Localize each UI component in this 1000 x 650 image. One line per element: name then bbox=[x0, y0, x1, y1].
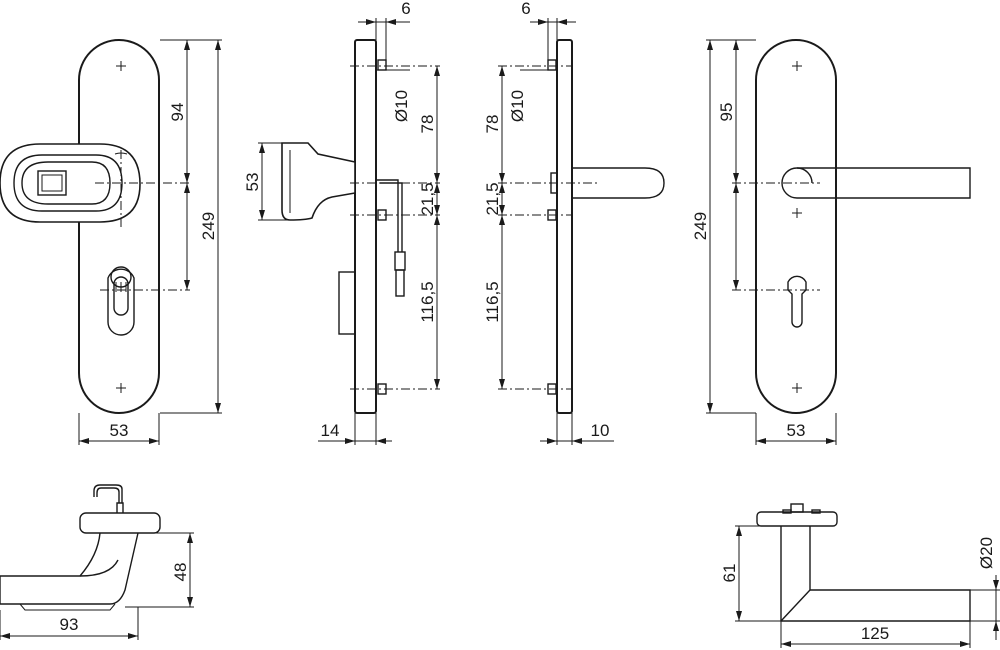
cable-connector bbox=[376, 179, 406, 297]
rear-lever bbox=[781, 167, 971, 199]
side-right-plate bbox=[556, 39, 573, 414]
side-right-lever-profile bbox=[572, 167, 665, 199]
dim-rear-width: 53 bbox=[787, 421, 806, 440]
rear-view-lever-plate: 249 95 53 bbox=[691, 39, 971, 445]
dim-plan-right-length: 125 bbox=[861, 624, 889, 643]
plan-view-right: 61 Ø20 125 bbox=[720, 503, 1000, 648]
dim-plan-left-length: 93 bbox=[60, 615, 79, 634]
dim-side-right-mid: 21,5 bbox=[483, 182, 502, 215]
screw-mark-mid bbox=[792, 208, 802, 218]
side-left-latch-block bbox=[338, 271, 356, 335]
dim-plan-left-height: 48 bbox=[171, 563, 190, 582]
side-view-right: 6 Ø10 78 21,5 116,5 10 bbox=[483, 0, 665, 445]
side-left-plate bbox=[354, 39, 377, 414]
fingerprint-sensor bbox=[37, 170, 67, 196]
dim-plan-right-height: 61 bbox=[720, 564, 739, 583]
plan-right-lever bbox=[780, 526, 971, 622]
dim-front-spacing: 94 bbox=[168, 103, 187, 122]
dim-side-left-bottom: 116,5 bbox=[418, 281, 437, 322]
plan-left-handle bbox=[0, 532, 139, 605]
dim-side-left-hole: Ø10 bbox=[392, 90, 411, 122]
dim-side-left-top: 78 bbox=[418, 115, 437, 134]
dim-rear-spacing: 95 bbox=[717, 103, 736, 122]
dim-side-right-bottom: 116,5 bbox=[483, 281, 502, 322]
dim-side-right-offset: 6 bbox=[521, 0, 530, 18]
screw-mark-bottom bbox=[116, 383, 126, 393]
dim-side-right-top: 78 bbox=[483, 115, 502, 134]
plan-view-left: 48 93 bbox=[0, 484, 194, 640]
dim-side-right-hole: Ø10 bbox=[508, 90, 527, 122]
plan-left-rose bbox=[79, 512, 161, 534]
screw-mark-top bbox=[116, 61, 126, 71]
cylinder-keyhole bbox=[107, 266, 135, 336]
dim-front-height: 249 bbox=[199, 212, 218, 240]
dim-side-left-mid: 21,5 bbox=[418, 182, 437, 215]
dim-side-left-offset: 6 bbox=[401, 0, 410, 18]
screw-mark-bottom bbox=[792, 383, 802, 393]
dim-reader-height: 53 bbox=[243, 173, 262, 192]
dim-side-left-thickness: 14 bbox=[321, 421, 340, 440]
rear-keyhole bbox=[787, 275, 807, 328]
dim-front-width: 53 bbox=[110, 421, 129, 440]
side-view-left: 6 Ø10 78 21,5 116,5 53 14 bbox=[243, 0, 440, 445]
screw-mark-top bbox=[792, 61, 802, 71]
front-view-fingerprint-plate: 94 249 53 bbox=[0, 39, 222, 445]
side-left-reader-profile bbox=[281, 142, 356, 221]
rear-plate-outline bbox=[755, 39, 837, 414]
dim-plan-right-diameter: Ø20 bbox=[977, 537, 996, 569]
dim-side-right-thickness: 10 bbox=[591, 421, 610, 440]
plan-right-rose bbox=[756, 511, 838, 527]
dim-rear-height: 249 bbox=[691, 212, 710, 240]
front-plate-outline bbox=[78, 39, 160, 414]
